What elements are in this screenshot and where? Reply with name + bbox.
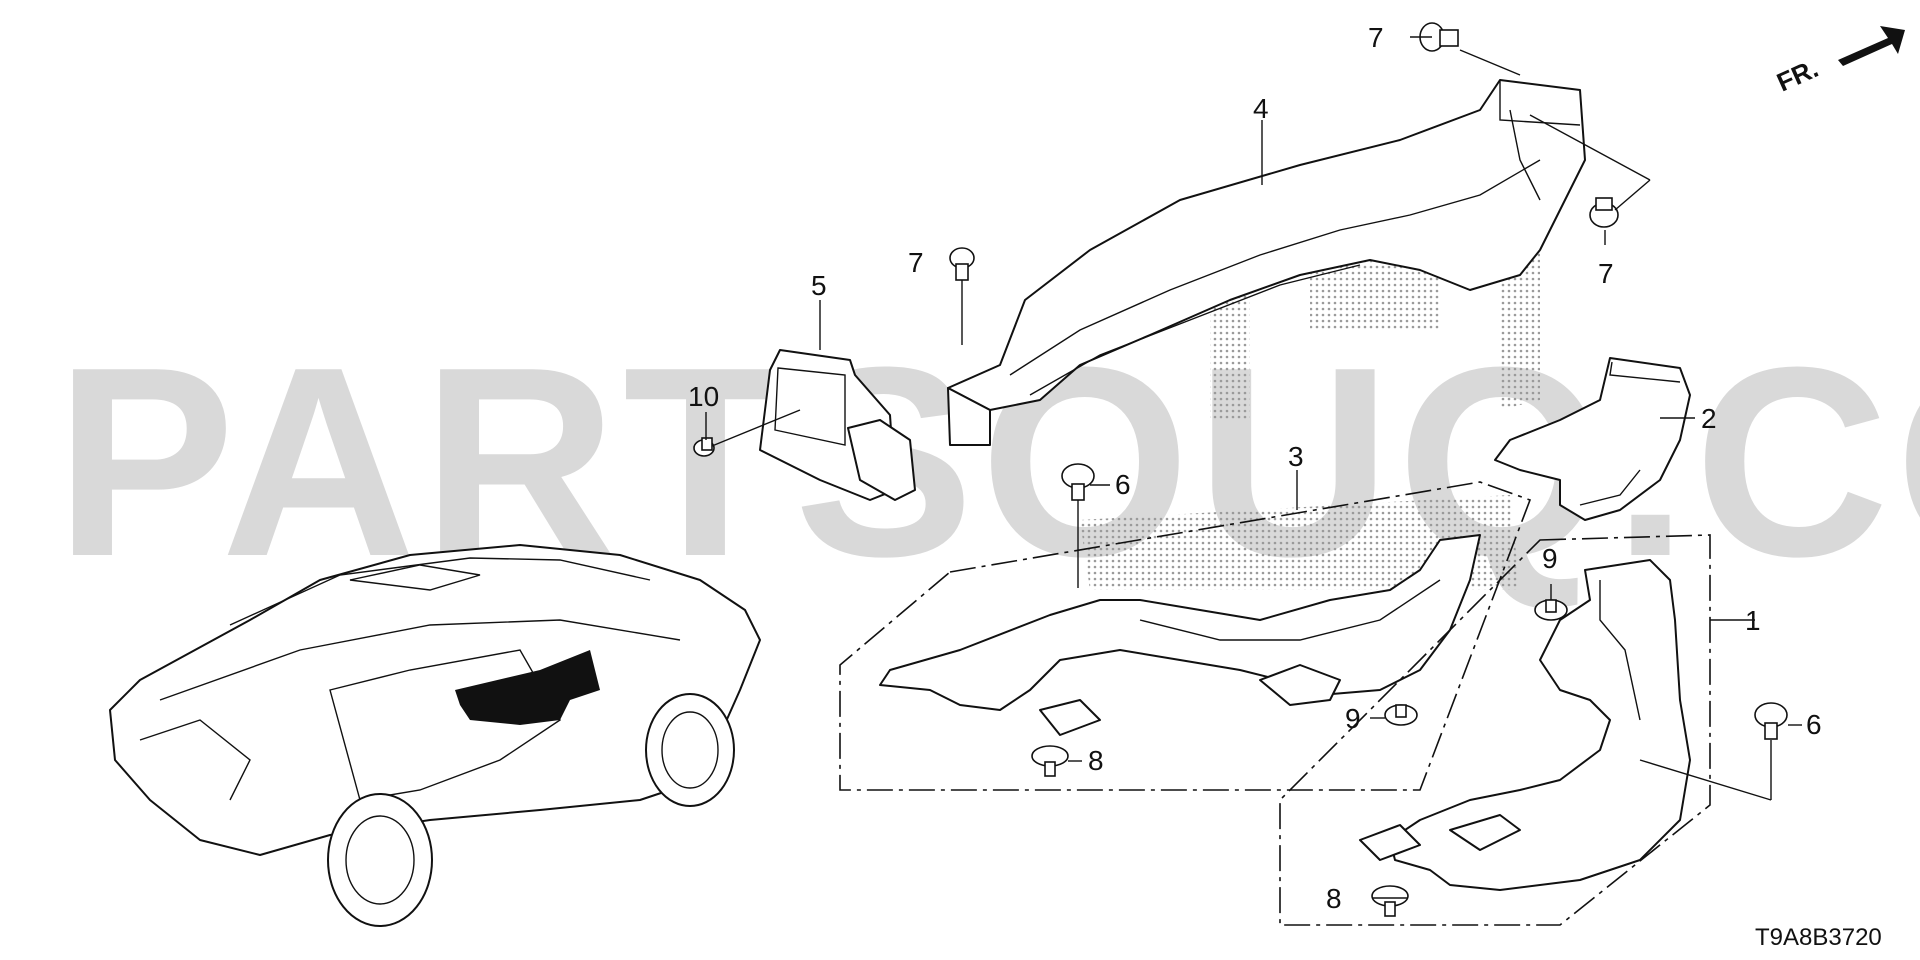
diagram-code: T9A8B3720 (1755, 924, 1882, 951)
front-arrow-icon (1838, 26, 1905, 66)
callout-9-upper: 9 (1542, 543, 1558, 574)
group-box-1 (1279, 534, 1711, 926)
callout-8-left: 8 (1088, 745, 1104, 776)
callout-7-left: 7 (908, 247, 924, 278)
group-box-3 (839, 481, 1532, 791)
callout-2: 2 (1701, 403, 1717, 434)
part-5-bracket (759, 349, 916, 501)
clip-7-left (949, 247, 975, 281)
clip-9-right (1384, 704, 1418, 726)
front-direction-indicator: FR. (1772, 26, 1905, 97)
clip-6-left (1061, 463, 1095, 501)
callout-7-right: 7 (1598, 258, 1614, 289)
clip-10 (693, 437, 715, 457)
watermark-dots-band (1080, 495, 1520, 590)
callout-8-right: 8 (1326, 883, 1342, 914)
part-1-duct (1359, 559, 1691, 891)
clip-9-left (1534, 599, 1568, 621)
vehicle-illustration (109, 544, 761, 927)
clip-7-right (1589, 197, 1619, 228)
clip-8-left (1031, 745, 1069, 777)
callout-6-right: 6 (1806, 709, 1822, 740)
watermark-logo (1210, 225, 1540, 420)
clip-6-right (1754, 702, 1788, 740)
callout-4: 4 (1253, 93, 1269, 124)
part-2-duct (1494, 357, 1691, 521)
vehicle-duct-highlight (455, 650, 600, 725)
callout-5: 5 (811, 270, 827, 301)
callout-6-left: 6 (1115, 469, 1131, 500)
part-4-duct (947, 79, 1586, 446)
callout-7-top: 7 (1368, 22, 1384, 53)
callout-9-lower: 9 (1345, 703, 1361, 734)
callout-3: 3 (1288, 441, 1304, 472)
front-label: FR. (1772, 53, 1822, 97)
clip-8-right (1371, 885, 1409, 917)
part-3-duct (879, 534, 1481, 736)
callout-1: 1 (1745, 605, 1761, 636)
callout-10: 10 (688, 381, 719, 412)
leader-lines (705, 36, 1802, 899)
